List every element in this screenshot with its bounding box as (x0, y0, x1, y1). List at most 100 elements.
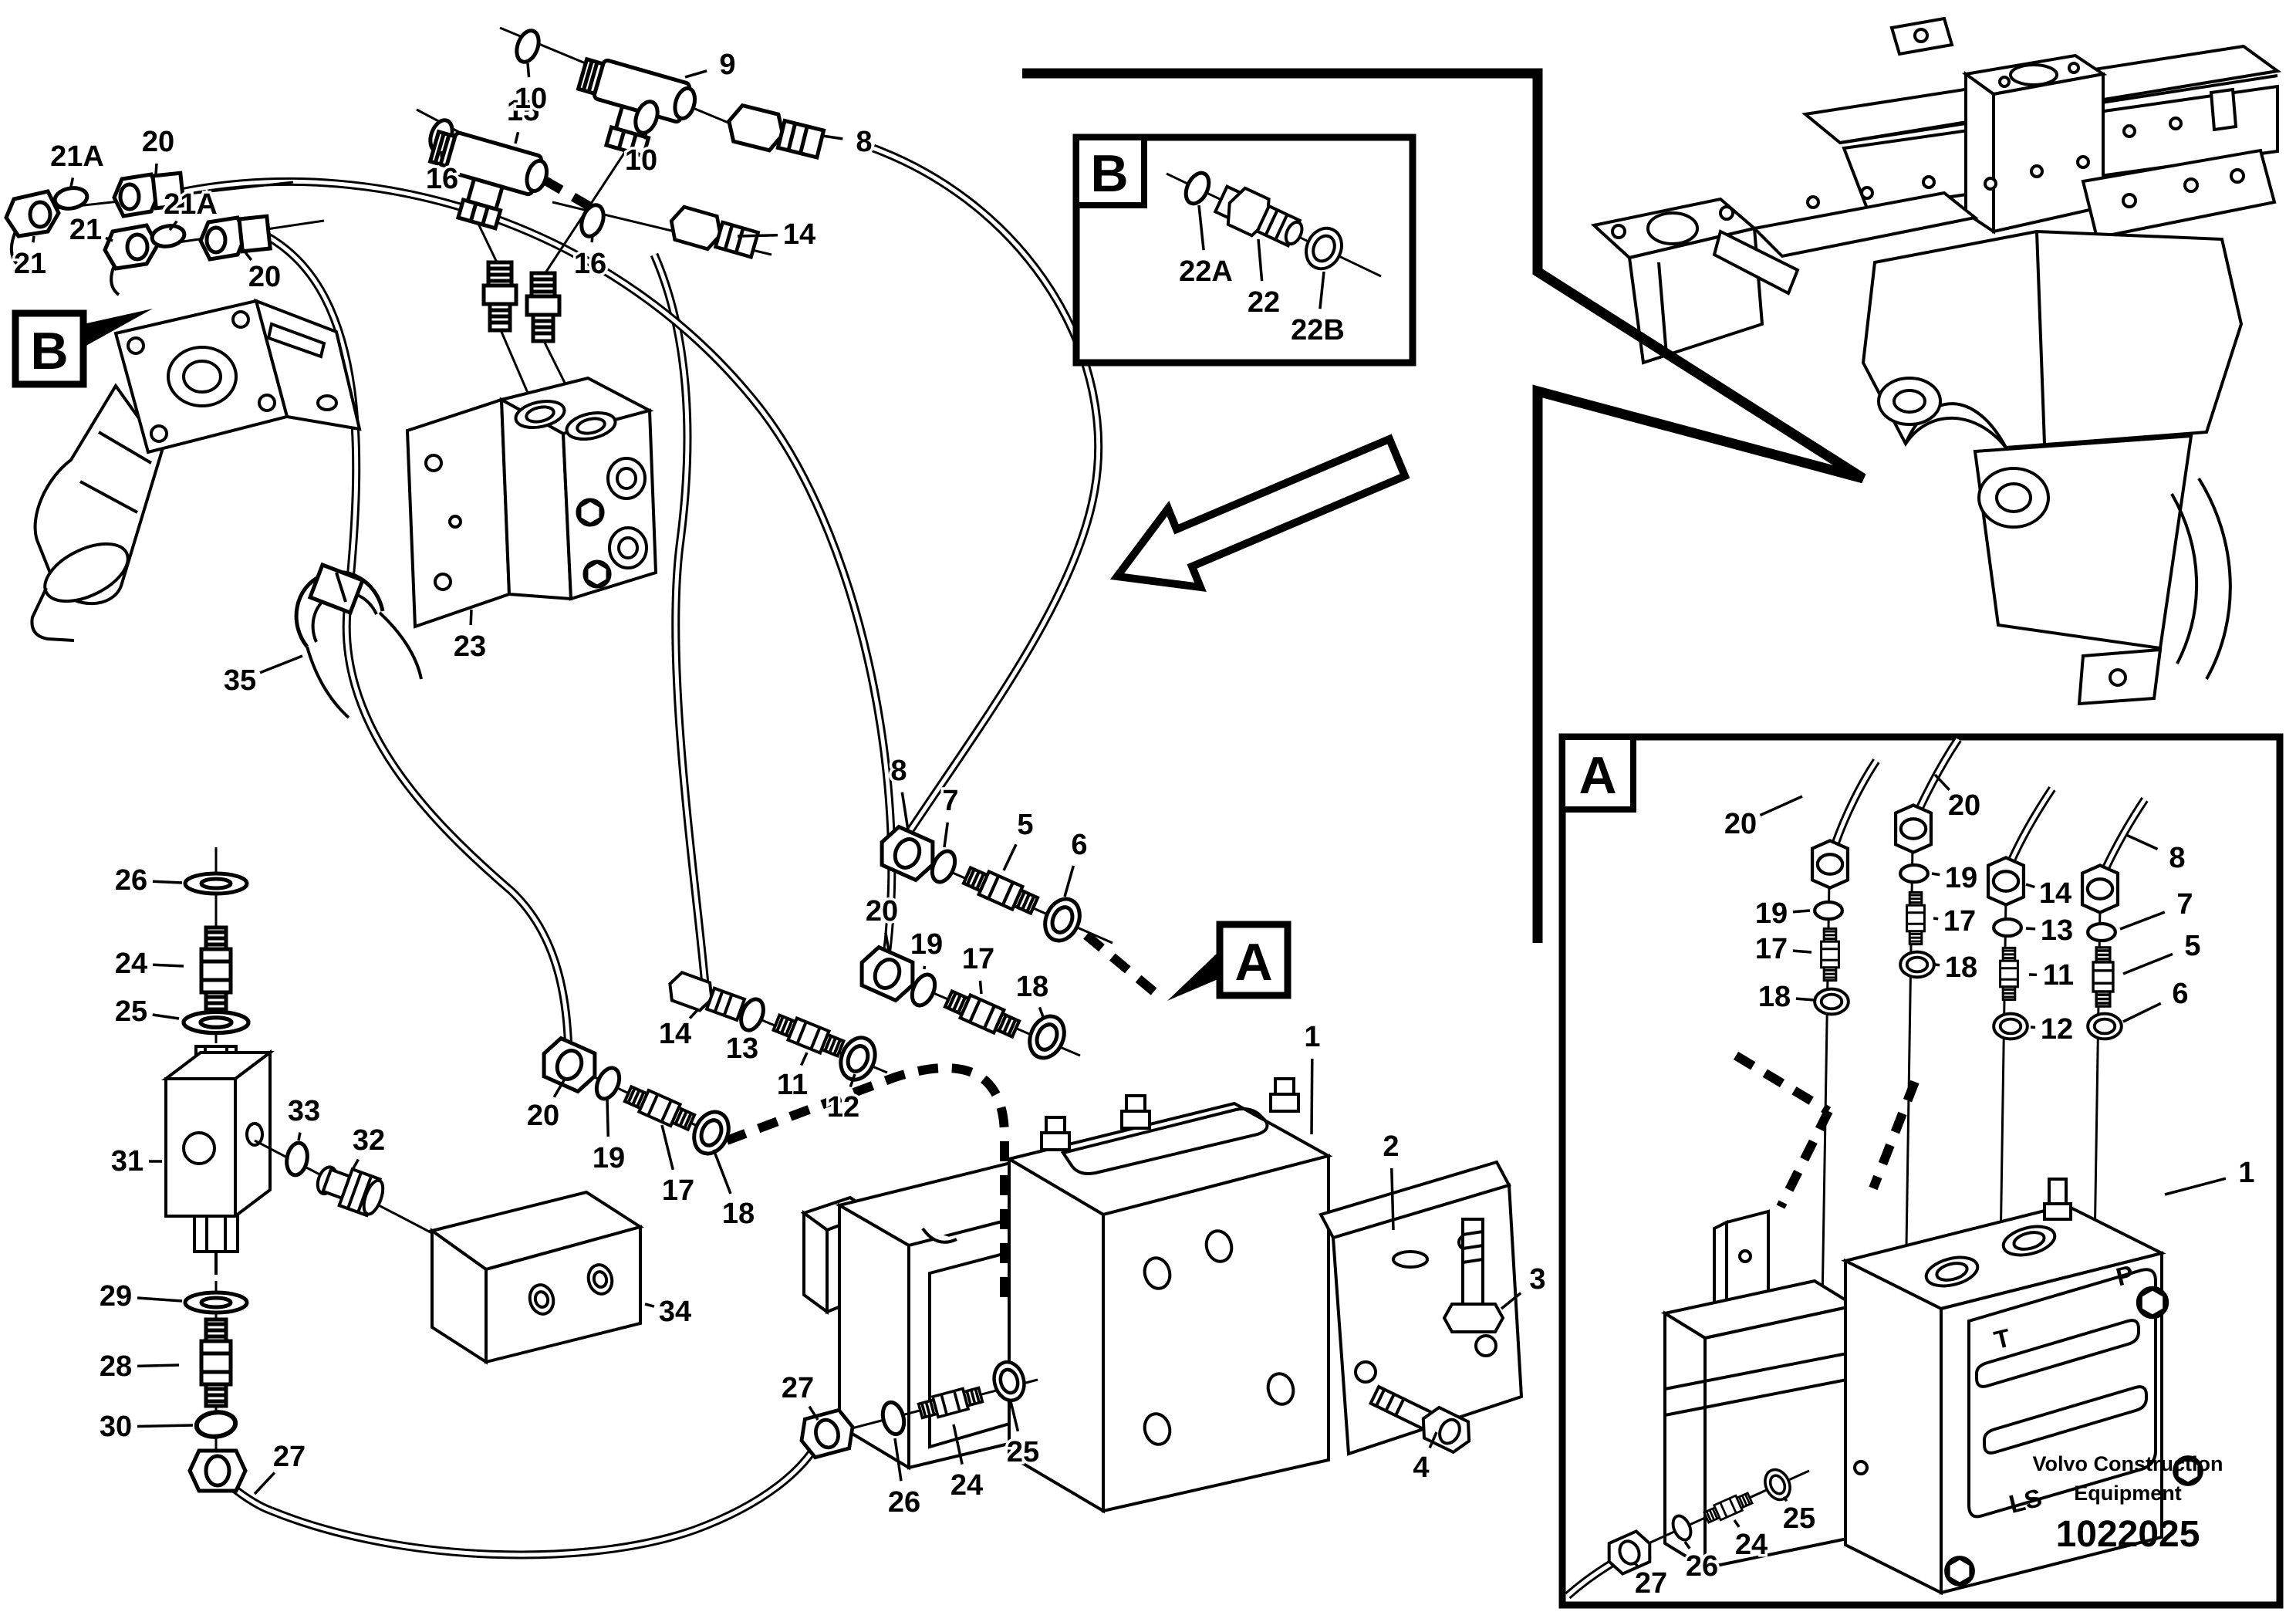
part-callout-5: 5 (1017, 809, 1033, 841)
callout-leader-22A (1197, 204, 1205, 251)
callout-leader-14 (737, 233, 778, 238)
part-callout-20: 20 (527, 1100, 559, 1132)
nut-fitting-20b (198, 214, 272, 262)
part-callout-24: 24 (950, 1469, 983, 1502)
oring-10a (513, 28, 543, 65)
callout-leader-6 (1063, 865, 1075, 897)
part-callout-3: 3 (1529, 1263, 1545, 1296)
part-callout-32: 32 (353, 1124, 385, 1157)
washer-29 (185, 1293, 247, 1313)
callout-leader-20 (154, 163, 158, 175)
tee-fittings (417, 28, 825, 417)
elbow-fitting-27 (187, 1448, 248, 1493)
fittings-top-left (4, 171, 325, 296)
part-callout-20: 20 (248, 261, 281, 293)
inset-a-letter: A (1578, 746, 1616, 805)
part-callout-22A: 22A (1179, 255, 1233, 288)
callout-leader-34 (644, 1303, 655, 1308)
callout-leader-20 (1933, 773, 1950, 791)
plug-32 (316, 1165, 385, 1218)
check-valve-31 (161, 1045, 275, 1275)
callout-leader-8 (2125, 833, 2159, 851)
nipple-24 (201, 928, 231, 1014)
callout-leader-14 (2025, 883, 2035, 889)
part-callout-2: 2 (1383, 1130, 1399, 1163)
callout-leader-11 (799, 1052, 809, 1066)
part-callout-13: 13 (726, 1032, 758, 1065)
part-callout-16: 16 (574, 248, 606, 280)
callout-leader-22B (1319, 271, 1325, 309)
part-callout-22B: 22B (1291, 314, 1345, 346)
hose-clamp-35 (294, 562, 423, 719)
part-callout-22: 22 (1248, 286, 1280, 319)
marker-b-wedge (83, 309, 153, 347)
bolt-4 (1368, 1384, 1471, 1455)
callout-leader-17 (1933, 917, 1939, 921)
callout-leader-27 (253, 1472, 276, 1495)
part-callout-18: 18 (1758, 981, 1791, 1013)
callout-leader-25 (1009, 1401, 1020, 1432)
elbow-fitting-21b (103, 223, 160, 296)
part-callout-9: 9 (719, 49, 735, 81)
ring-22b (1305, 226, 1343, 271)
callout-leader-19 (1792, 909, 1811, 914)
part-callout-26: 26 (115, 864, 147, 897)
inset-a (1558, 733, 2284, 1609)
callout-leader-3 (1500, 1292, 1522, 1310)
callout-leader-21 (105, 236, 113, 242)
top-nipple-b (1120, 1094, 1151, 1130)
part-callout-8: 8 (856, 126, 872, 158)
callout-leader-9 (684, 69, 707, 79)
callout-leader-24 (152, 963, 184, 968)
part-callout-18: 18 (722, 1198, 755, 1230)
inset-b-letter: B (1090, 144, 1128, 203)
callout-leader-8 (900, 792, 910, 831)
callout-leader-27 (808, 1405, 819, 1421)
elbow-nut-20b (535, 1035, 603, 1096)
seal-18 (1023, 1011, 1070, 1063)
callout-leader-22 (1257, 238, 1264, 282)
part-callout-30: 30 (100, 1411, 132, 1443)
callout-leader-17 (660, 1124, 674, 1171)
part-callout-12: 12 (827, 1091, 859, 1124)
bolt-3 (1442, 1218, 1505, 1333)
part-callout-27: 27 (273, 1441, 306, 1473)
callout-leader-25 (1782, 1495, 1788, 1502)
part-callout-18: 18 (1945, 951, 1977, 984)
inset-b (1072, 133, 1416, 367)
hose-core (2008, 787, 2055, 864)
callout-leader-33 (297, 1132, 302, 1141)
callout-leader-18 (712, 1149, 732, 1195)
nut-fitting-20a (112, 171, 186, 218)
part-callout-20: 20 (1724, 808, 1757, 840)
callout-leader-10 (643, 130, 648, 140)
callout-leaders (32, 63, 2227, 1568)
routing-dashes (541, 175, 1163, 1303)
part-callout-15: 15 (507, 95, 539, 127)
part-callout-10: 10 (625, 144, 657, 177)
part-callout-28: 28 (100, 1350, 132, 1383)
fitting-row-3 (665, 970, 888, 1085)
part-callout-20: 20 (866, 895, 898, 928)
part-callout-27: 27 (782, 1372, 814, 1404)
nipple-11 (772, 1012, 845, 1059)
fitting-row-bottom (796, 1359, 1038, 1460)
part-callout-13: 13 (2041, 914, 2073, 947)
oring-19b (593, 1065, 624, 1103)
part-callout-21A: 21A (164, 188, 218, 221)
callout-leader-29 (137, 1296, 183, 1303)
part-callout-20: 20 (1948, 789, 1980, 822)
callout-leader-24 (1733, 1519, 1741, 1528)
servo-valve-assembly-1 (800, 1077, 1333, 1514)
part-callout-8: 8 (2169, 842, 2185, 874)
part-callout-26: 26 (1686, 1550, 1718, 1583)
chassis-frame-illustration (1590, 16, 2282, 706)
part-callout-6: 6 (1071, 829, 1087, 861)
callout-leader-13 (2025, 927, 2036, 931)
hose-core (180, 179, 894, 962)
callout-leader-26 (1683, 1541, 1691, 1549)
direction-arrow-icon (1109, 434, 1410, 593)
part-callout-26: 26 (888, 1486, 920, 1519)
callout-leader-20 (1759, 795, 1803, 817)
